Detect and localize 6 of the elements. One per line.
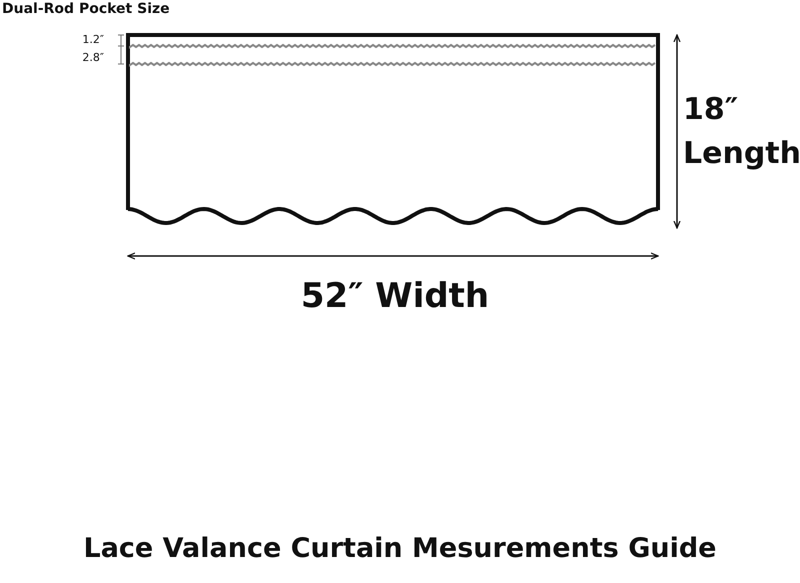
dimension-label: 18″ Length xyxy=(683,91,799,172)
dimension-label: 52″ Width xyxy=(300,278,490,316)
dimension-label: 1.2″ xyxy=(81,34,104,46)
caption-text: Lace Valance Curtain Mesurements Guide xyxy=(82,534,718,564)
dimension-label: 2.8″ xyxy=(81,52,104,64)
heading-text: Dual-Rod Pocket Size xyxy=(2,2,170,18)
